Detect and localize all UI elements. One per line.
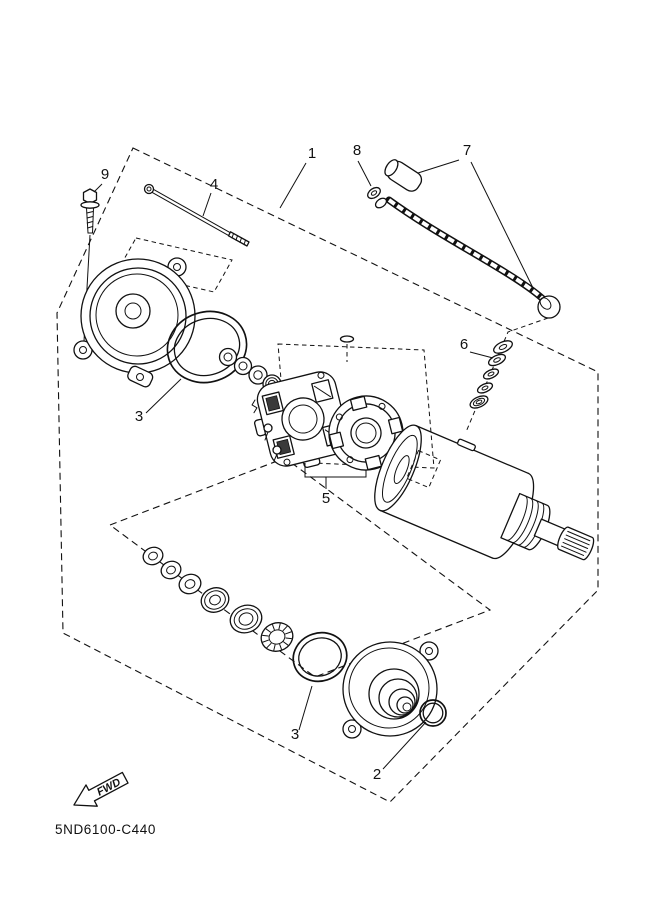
o-ring-large [292,631,348,683]
o-ring-small [419,699,447,727]
terminal-washer-set [469,340,513,409]
part-code-label: 5ND6100-C440 [55,822,156,837]
fwd-label: FWD [95,776,123,798]
needle-bearing [260,622,294,652]
callout-4-leader [202,192,212,217]
callout-7-leader-right [470,161,534,289]
callout-5-bracket [304,463,367,478]
callout-6: 6 [460,336,468,353]
bolt-seat-dashed-outline [117,237,233,293]
rear-end-cover [73,257,196,388]
brush-screw [272,445,282,455]
callout-3b: 3 [291,726,299,743]
callout-6-leader [469,351,494,359]
callout-8: 8 [353,142,361,159]
armature-motor [374,424,595,561]
callout-1: 1 [308,145,316,162]
callout-3b-leader [298,685,313,731]
fwd-arrow: FWD [73,771,129,807]
brush-holder-assembly [251,335,404,471]
callout-3a: 3 [135,408,143,425]
callout-9-leader [93,183,103,193]
brush-screw [263,423,273,433]
diagram-dashed-border [56,147,599,803]
cable-end-cap [537,295,561,319]
through-bolt [143,183,250,247]
callout-5: 5 [322,490,330,507]
callout-2: 2 [373,766,381,783]
brush-end-plate [328,395,404,471]
gasket-ring-upper [166,310,248,384]
callout-8-leader [357,160,372,187]
terminal-alignment-line [465,317,549,433]
callout-3a-leader [145,378,182,414]
callout-4: 4 [210,176,218,193]
starter-cable [367,159,561,319]
callout-7-leader-left [417,159,460,174]
front-housing [342,641,439,739]
callout-9: 9 [101,166,109,183]
brush-screw-top [339,335,355,343]
callout-7: 7 [463,142,471,159]
cable-terminal [367,186,381,200]
cable-boot-top [384,159,423,192]
callout-2-leader [382,721,427,770]
lower-washer-set [142,546,294,652]
hex-flange-bolt [80,188,100,342]
callout-1-leader [279,162,307,209]
